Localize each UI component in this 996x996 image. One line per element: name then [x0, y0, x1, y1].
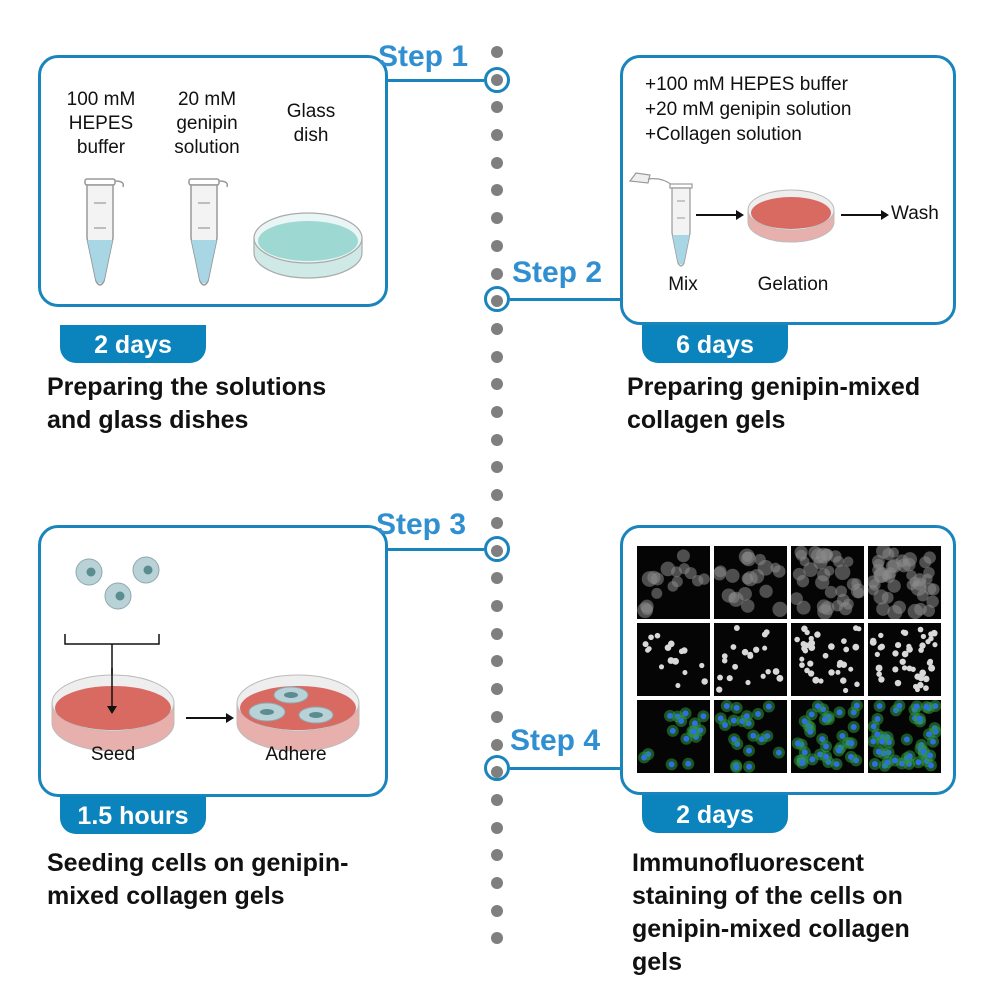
micrograph-merged-green-blue [714, 700, 787, 773]
micrograph-merged-green-blue [791, 700, 864, 773]
timeline-dot [491, 655, 503, 667]
step-4-caption: Immunofluorescent staining of the cells … [632, 849, 910, 976]
ingredients-list: +100 mM HEPES buffer +20 mM genipin solu… [645, 74, 852, 145]
step-4-marker [484, 755, 510, 781]
timeline-dot [491, 406, 503, 418]
micrograph-merged-green-blue [637, 700, 710, 773]
arrow-right-icon [186, 713, 234, 723]
timeline-dot [491, 378, 503, 390]
microtube-icon [188, 178, 229, 286]
timeline-dot [491, 351, 503, 363]
timeline-dot [491, 323, 503, 335]
step-4-connector [510, 767, 622, 770]
micrograph-grayscale-nuclei [868, 623, 941, 696]
timeline-dot [491, 905, 503, 917]
item-hepes-label: 100 mM HEPES buffer [66, 89, 136, 158]
timeline-dot [491, 240, 503, 252]
timeline-dot [491, 683, 503, 695]
step-3-marker [484, 536, 510, 562]
micrograph-grayscale-nuclei [714, 623, 787, 696]
timeline-dot [491, 794, 503, 806]
timeline-dot [491, 212, 503, 224]
timeline-dot [491, 101, 503, 113]
step-3-caption: Seeding cells on genipin- mixed collagen… [47, 849, 349, 910]
micrograph-grayscale-cytoplasm [791, 546, 864, 619]
arrow-right-icon [696, 210, 744, 220]
flow-label-seed: Seed [90, 744, 136, 765]
timeline-dot [491, 461, 503, 473]
timeline-dot [491, 572, 503, 584]
micrograph-grayscale-nuclei [637, 623, 710, 696]
step-2-marker [484, 286, 510, 312]
step-3-connector [387, 548, 484, 551]
step-1-panel: 100 mM HEPES buffer 20 mM genipin soluti… [38, 55, 388, 307]
step-3-label: Step 3 [376, 508, 467, 541]
step-2-caption: Preparing genipin-mixed collagen gels [627, 373, 921, 434]
open-microtube-icon [628, 172, 693, 267]
step-2-duration-badge: 6 days [642, 325, 788, 363]
flow-label-wash: Wash [891, 203, 939, 224]
timeline-dot [491, 517, 503, 529]
timeline-dot [491, 129, 503, 141]
timeline-dot [491, 932, 503, 944]
seed-dish-icon [51, 668, 175, 752]
timeline-dot [491, 877, 503, 889]
step-1-label: Step 1 [378, 40, 469, 73]
step-2-label: Step 2 [512, 256, 603, 289]
item-glass-dish-label: Glass dish [286, 101, 336, 146]
adhered-cells-dish-icon [236, 674, 360, 752]
step-4-label: Step 4 [510, 724, 601, 757]
timeline-dot [491, 711, 503, 723]
micrograph-grid [637, 546, 941, 773]
cells-icon [75, 556, 160, 610]
flow-label-gelation: Gelation [757, 274, 829, 295]
step-2-panel: +100 mM HEPES buffer +20 mM genipin solu… [620, 55, 956, 325]
arrow-right-icon [841, 210, 889, 220]
step-4-panel [620, 525, 956, 795]
flow-label-mix: Mix [668, 274, 698, 295]
timeline-dot [491, 822, 503, 834]
step-1-connector [387, 79, 484, 82]
timeline-dot [491, 628, 503, 640]
timeline-dot [491, 739, 503, 751]
petri-dish-icon [253, 212, 363, 279]
micrograph-grayscale-cytoplasm [714, 546, 787, 619]
timeline-dot [491, 434, 503, 446]
timeline-dot [491, 46, 503, 58]
gel-dish-icon [747, 189, 835, 243]
step-1-caption: Preparing the solutions and glass dishes [47, 373, 327, 434]
timeline-dot [491, 184, 503, 196]
flow-label-adhere: Adhere [265, 744, 327, 765]
microtube-icon [84, 178, 125, 286]
micrograph-grayscale-nuclei [791, 623, 864, 696]
item-genipin-label: 20 mM genipin solution [174, 89, 240, 158]
micrograph-grayscale-cytoplasm [637, 546, 710, 619]
step-1-marker [484, 67, 510, 93]
micrograph-merged-green-blue [868, 700, 941, 773]
step-1-duration-badge: 2 days [60, 325, 206, 363]
timeline-dot [491, 157, 503, 169]
step-2-connector [510, 298, 622, 301]
micrograph-grayscale-cytoplasm [868, 546, 941, 619]
step-4-duration-badge: 2 days [642, 795, 788, 833]
step-3-panel: Seed Adhere [38, 525, 388, 797]
timeline-dot [491, 489, 503, 501]
timeline-dot [491, 268, 503, 280]
timeline-dot [491, 849, 503, 861]
timeline-dot [491, 600, 503, 612]
step-3-duration-badge: 1.5 hours [60, 796, 206, 834]
